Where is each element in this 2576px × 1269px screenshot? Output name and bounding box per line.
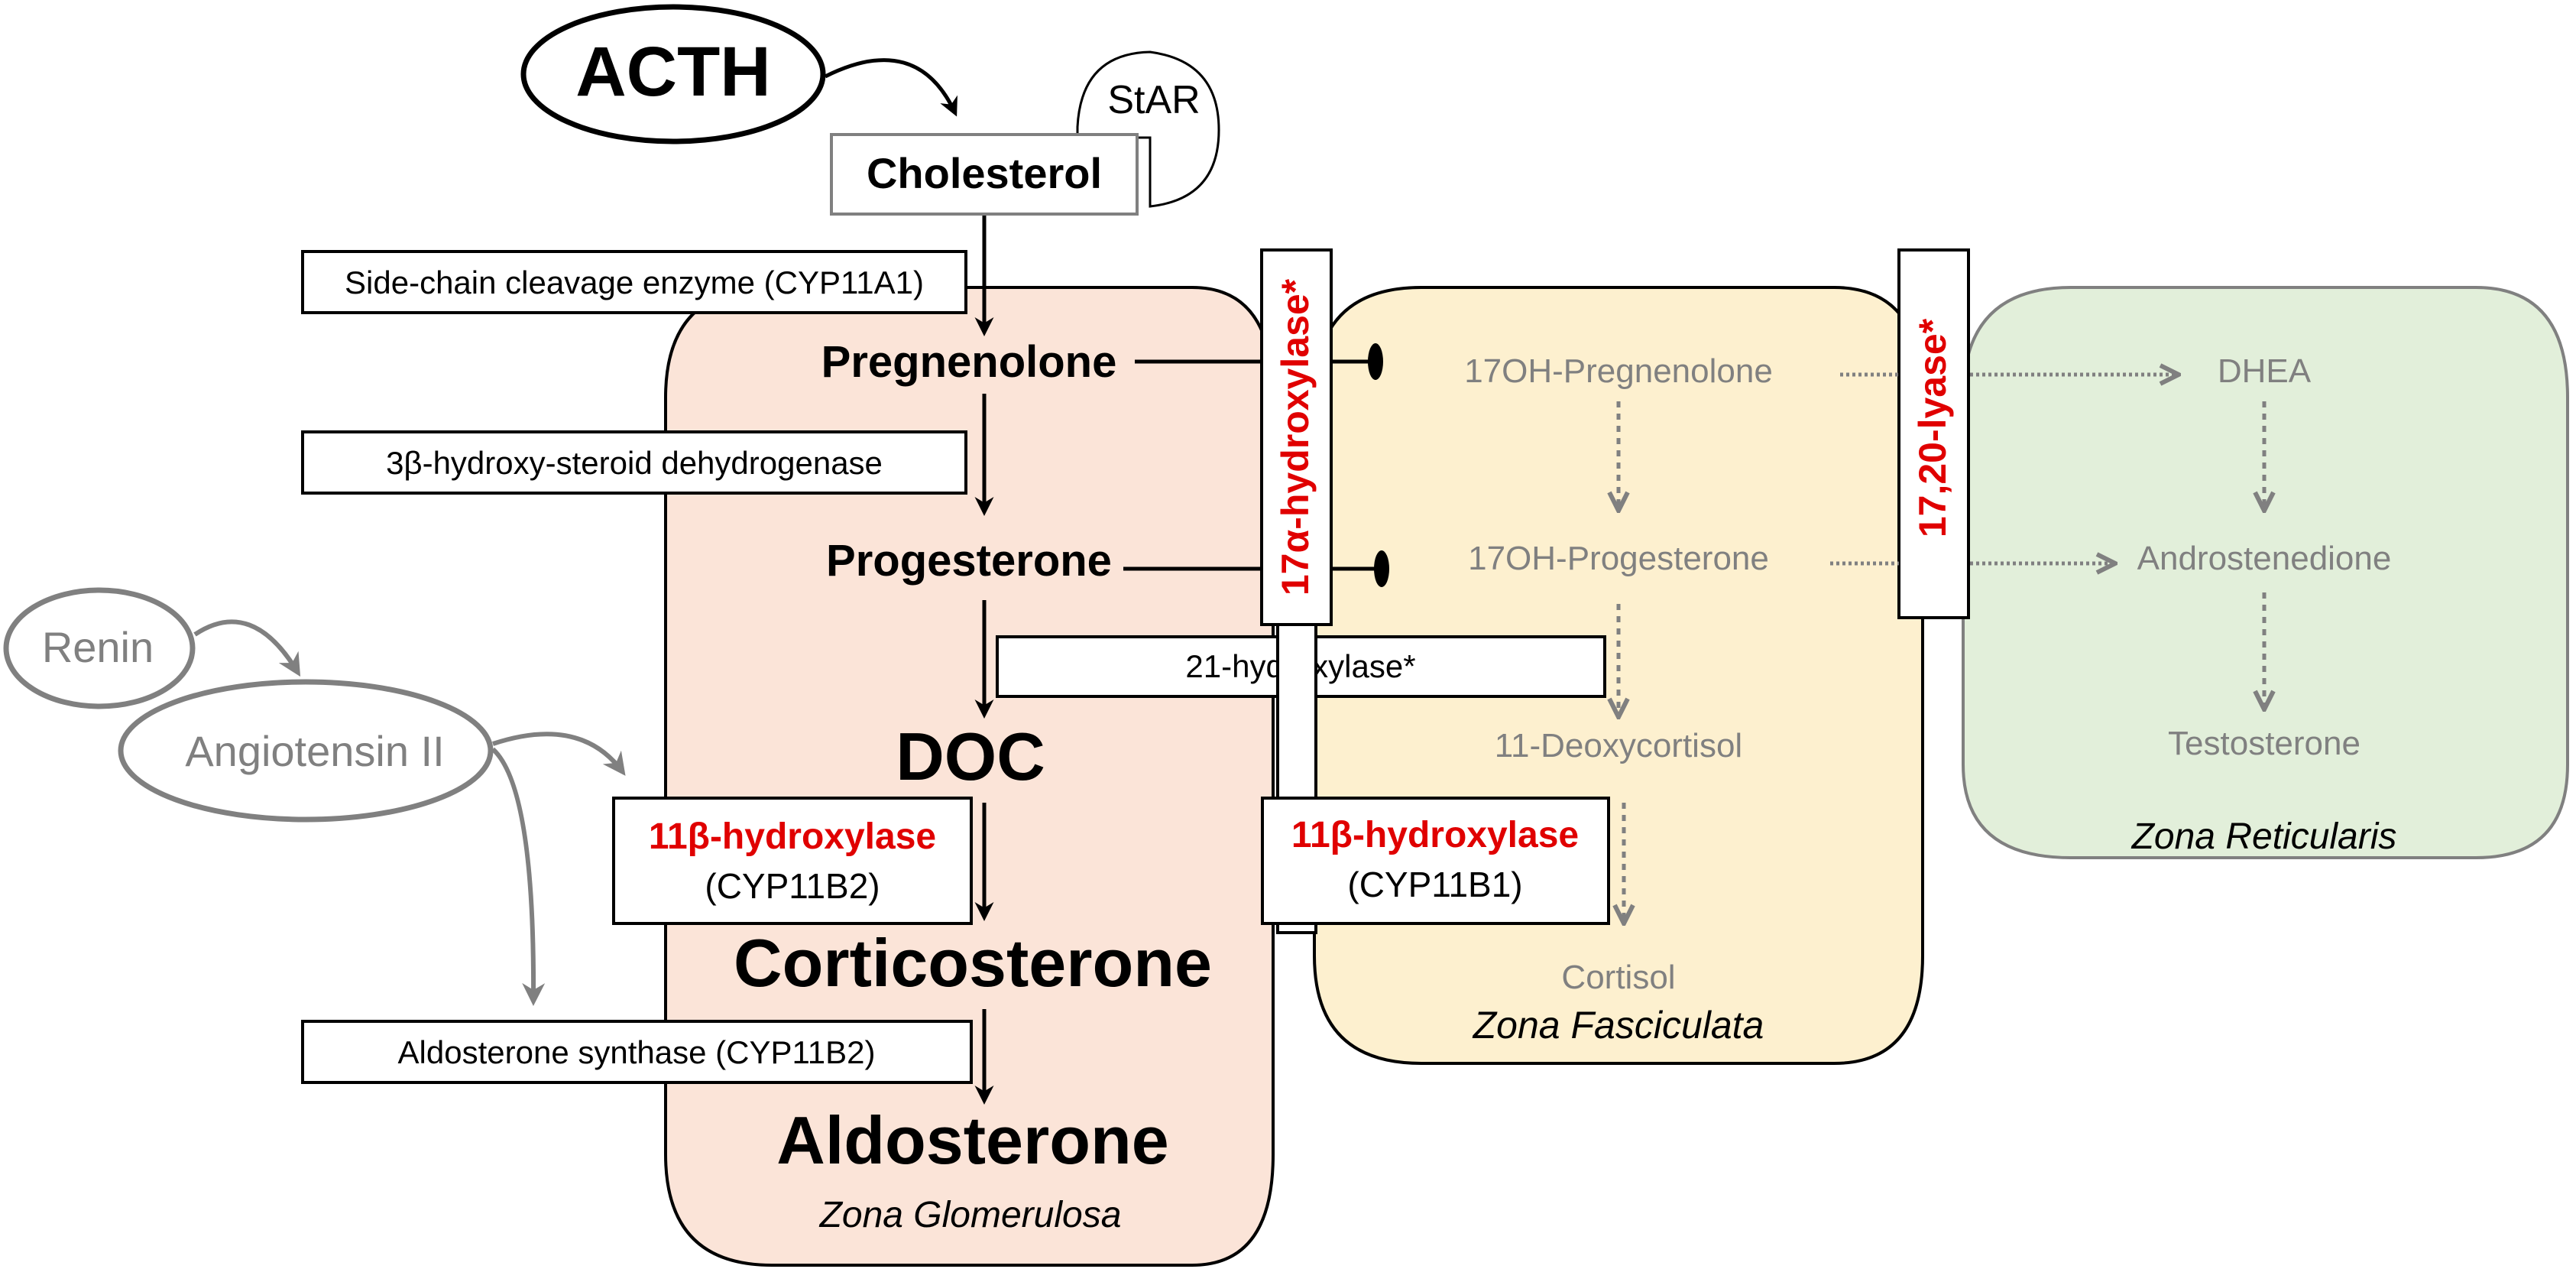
- zona-reticularis-region: [1962, 286, 2569, 859]
- 11b-hydroxylase-cyp11b1-gene: (CYP11B1): [1347, 865, 1522, 904]
- testosterone-label: Testosterone: [2168, 725, 2361, 762]
- acth-node: [520, 4, 826, 144]
- aldosterone-synthase-label: Aldosterone synthase (CYP11B2): [398, 1034, 876, 1070]
- androstenedione-label: Androstenedione: [2137, 540, 2392, 577]
- renin-node: [3, 587, 196, 709]
- angiotensin-node: [118, 679, 494, 823]
- inhibit-cap-progesterone: [1374, 550, 1389, 587]
- acth-arrow: [824, 58, 957, 117]
- 11b-hydroxylase-cyp11b1-name: 11β-hydroxylase: [1291, 815, 1579, 855]
- 17-20-lyase-label: 17,20-lyase*: [1911, 318, 1954, 537]
- 17a-hydroxylase-box: [1260, 248, 1333, 626]
- 11b-hydroxylase-cyp11b2-gene: (CYP11B2): [705, 866, 880, 906]
- cholesterol-box: [830, 133, 1139, 216]
- angiotensin-arrow-to-aldo-synthase: [491, 747, 546, 1006]
- renin-label: Renin: [42, 623, 154, 671]
- doc-label: DOC: [896, 719, 1045, 794]
- corticosterone-label: Corticosterone: [734, 925, 1212, 1001]
- zona-reticularis-label: Zona Reticularis: [2131, 816, 2397, 857]
- star-label: StAR: [1107, 78, 1200, 122]
- 11b-hydroxylase-cyp11b2-box: [612, 797, 973, 925]
- zona-fasciculata-label: Zona Fasciculata: [1473, 1004, 1764, 1047]
- acth-label: ACTH: [575, 33, 771, 111]
- 17-20-lyase-box: [1897, 248, 1970, 619]
- aldosterone-label: Aldosterone: [776, 1102, 1168, 1178]
- side-chain-cleavage-label: Side-chain cleavage enzyme (CYP11A1): [345, 265, 924, 300]
- side-chain-cleavage-box: [301, 250, 967, 314]
- angiotensin-arrow-to-11b: [492, 732, 626, 776]
- 3b-hsd-box: [301, 430, 967, 495]
- 11b-hydroxylase-cyp11b1-box: [1261, 797, 1610, 925]
- progesterone-label: Progesterone: [826, 536, 1112, 586]
- zona-glomerulosa-label: Zona Glomerulosa: [819, 1195, 1122, 1235]
- renin-arrow: [193, 619, 301, 677]
- angiotensin-label: Angiotensin II: [185, 727, 444, 775]
- 17a-hydroxylase-label: 17α-hydroxylase*: [1274, 278, 1317, 596]
- cortisol-label: Cortisol: [1561, 959, 1675, 996]
- 17oh-pregnenolone-label: 17OH-Pregnenolone: [1464, 352, 1773, 390]
- 11-deoxycortisol-label: 11-Deoxycortisol: [1495, 727, 1742, 764]
- 17oh-progesterone-label: 17OH-Progesterone: [1468, 540, 1769, 577]
- aldosterone-synthase-box: [301, 1020, 973, 1084]
- star-node: [1076, 50, 1220, 208]
- inhibit-cap-pregnenolone: [1368, 343, 1383, 380]
- pregnenolone-label: Pregnenolone: [821, 337, 1117, 387]
- 3b-hsd-label: 3β-hydroxy-steroid dehydrogenase: [386, 445, 883, 481]
- cholesterol-label: Cholesterol: [867, 149, 1102, 197]
- dhea-label: DHEA: [2218, 352, 2312, 390]
- 11b-hydroxylase-cyp11b2-name: 11β-hydroxylase: [649, 816, 936, 857]
